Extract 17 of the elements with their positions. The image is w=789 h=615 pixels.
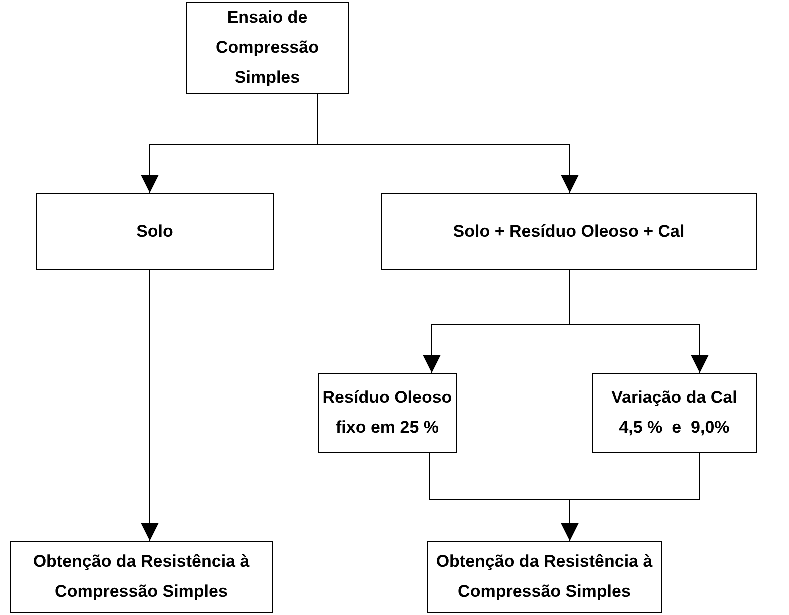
box-label: Solo + Resíduo Oleoso + Cal	[453, 220, 685, 242]
arrow	[561, 452, 700, 542]
process-box	[10, 541, 273, 613]
box-label: Obtenção da Resistência à Compressão Simples	[32, 551, 251, 603]
box-label: Obtenção da Resistência à Compressão Simples	[435, 551, 654, 603]
arrow	[570, 270, 709, 374]
process-box	[318, 373, 457, 453]
process-box	[381, 193, 757, 270]
process-box	[427, 541, 662, 613]
box-label: Variação da Cal 4,5 % e 9,0%	[610, 387, 738, 439]
box-label: Resíduo Oleoso fixo em 25 %	[322, 387, 452, 439]
arrow	[141, 270, 159, 542]
box-label: Ensaio de Compressão Simples	[215, 7, 320, 89]
box-label: Solo	[136, 220, 174, 242]
process-box	[36, 193, 274, 270]
process-box	[186, 2, 349, 94]
process-box	[592, 373, 757, 453]
